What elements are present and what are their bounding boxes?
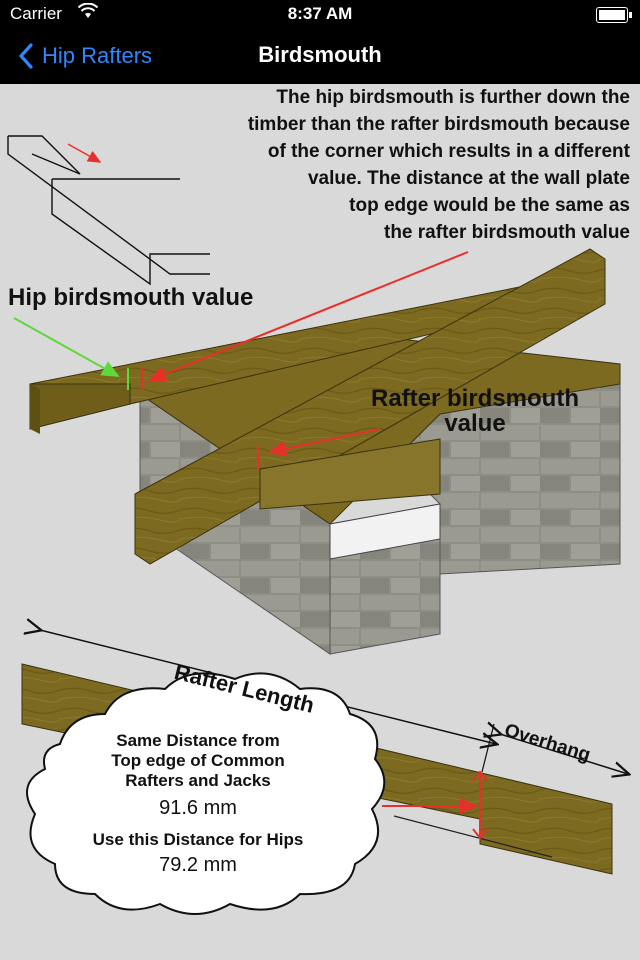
plan-sketch [7, 135, 210, 286]
rafter-birdsmouth-label-line2: value [444, 410, 506, 437]
hip-distance-heading: Use this Distance for Hips [92, 830, 304, 849]
description-line: top edge would be the same as [349, 195, 630, 216]
common-distance-heading: Rafters and Jacks [125, 771, 271, 790]
hip-birdsmouth-label: Hip birdsmouth value [8, 284, 254, 311]
back-button-label: Hip Rafters [42, 43, 153, 68]
rafter-birdsmouth-label: Rafter birdsmouth value [330, 386, 620, 436]
description-line: timber than the rafter birdsmouth becaus… [247, 114, 630, 135]
common-distance-heading: Top edge of Common [111, 751, 285, 770]
hip-distance-value: 79.2 mm [159, 854, 237, 876]
birdsmouth-diagram: The hip birdsmouth is further down the t… [0, 84, 640, 960]
clock: 8:37 AM [287, 4, 353, 23]
results-panel: Same Distance from Top edge of Common Ra… [28, 731, 368, 877]
status-bar: Carrier 8:37 AM [0, 0, 640, 28]
description-line: value. The distance at the wall plate [307, 168, 630, 189]
chevron-left-icon [19, 43, 33, 69]
rafter-birdsmouth-label-line1: Rafter birdsmouth [370, 385, 579, 412]
battery-icon [596, 7, 632, 23]
description-line: of the corner which results in a differe… [267, 141, 630, 162]
common-distance-heading: Same Distance from [116, 731, 280, 750]
birdsmouth-description: The hip birdsmouth is further down the t… [90, 84, 630, 246]
carrier-label: Carrier [10, 4, 62, 23]
navigation-bar: Hip Rafters Birdsmouth [0, 28, 640, 84]
back-button[interactable]: Hip Rafters [18, 38, 152, 74]
page-title: Birdsmouth [258, 42, 382, 67]
common-distance-value: 91.6 mm [159, 797, 237, 819]
description-line: The hip birdsmouth is further down the [276, 87, 630, 108]
diagram-illustration [7, 135, 640, 915]
description-line: the rafter birdsmouth value [384, 222, 630, 243]
wifi-icon [77, 2, 99, 24]
